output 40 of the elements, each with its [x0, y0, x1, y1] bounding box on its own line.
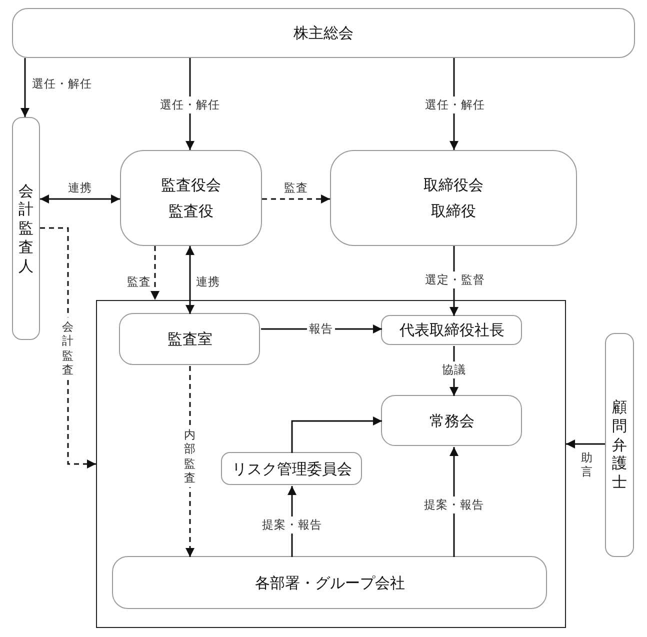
- node-text: リスク管理委員会: [232, 458, 352, 480]
- edge-label: 報告: [307, 320, 335, 338]
- president-box: [381, 315, 522, 346]
- node-text: 監査室: [167, 329, 212, 350]
- node-text: 株主総会: [294, 22, 354, 44]
- arrow: [40, 194, 120, 204]
- edge-label: 選任・解任: [423, 96, 487, 114]
- dashed-arrow: [150, 246, 160, 300]
- edge-label: 提案・報告: [260, 516, 324, 534]
- edge-label: 連携: [66, 180, 94, 196]
- node-text: 取締役会: [424, 174, 484, 196]
- office-box: [119, 313, 260, 366]
- auditor-box: [12, 117, 40, 340]
- meeting-box: [12, 8, 635, 58]
- arrow: [566, 440, 605, 448]
- committee-box: [221, 452, 362, 486]
- node-text: 各部署・グループ会社: [254, 572, 405, 594]
- node-text: 顧問弁護士: [612, 398, 628, 492]
- edge-label: 提案・報告: [422, 496, 486, 514]
- node-text: 取締役: [431, 201, 476, 222]
- node-text: 常務会: [429, 410, 474, 432]
- department-box: [112, 556, 548, 610]
- node-text: 監査役: [168, 201, 214, 222]
- edge-label: 選定・監督: [423, 272, 487, 288]
- edge-label: 連携: [194, 274, 222, 290]
- edge-label: 会計監査: [60, 317, 76, 379]
- edge-label: 協議: [440, 362, 468, 378]
- board-box: [120, 150, 262, 246]
- node-text: 会計監査人: [18, 182, 34, 276]
- node-text: 監査役会: [161, 174, 221, 196]
- committee-box: [381, 395, 522, 446]
- company-frame: [96, 300, 566, 628]
- arrow: [186, 246, 194, 314]
- board-box: [330, 150, 577, 246]
- arrow: [20, 58, 30, 117]
- lawyer-box: [605, 333, 634, 557]
- node-text: 代表取締役社長: [399, 320, 504, 342]
- edge-label: 選任・解任: [158, 96, 222, 114]
- dashed-arrow: [262, 194, 330, 204]
- arrow: [291, 416, 382, 453]
